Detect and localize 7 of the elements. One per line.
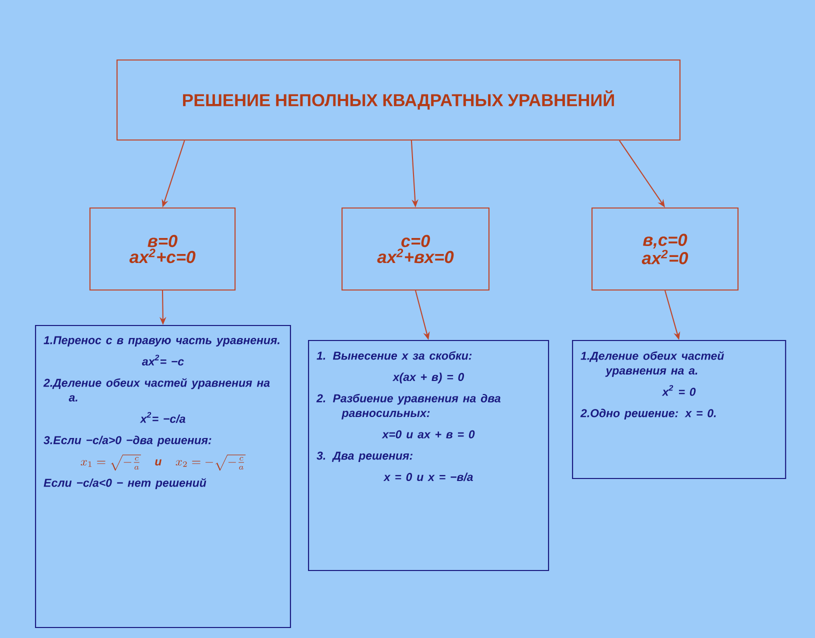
condition-box: в,c=0 ax$^{2}$=0 xyxy=(591,207,739,291)
title-box: РЕШЕНИЕ НЕПОЛНЫХ КВАДРАТНЫХ УРАВНЕНИЙ xyxy=(116,59,680,141)
condition-box: c=0 ax$^{2}$+вx=0 xyxy=(342,207,490,291)
solution-box: 1.Перенос c в правую часть уравнения. ax$^{2}$= −c 2.Деление обеих частей уравнения на a. x$^{2}$= −c/a 3.Если −c/a>0 −два решения: $x_1 = \sqrt{-\frac{c}{a}}$ и $x_2 = -\sqrt{-\frac{c}{a}}$ Если −c/a<0 − нет решений xyxy=(35,325,291,628)
condition-box: в=0 ax$^{2}$+c=0 xyxy=(89,207,236,291)
solution-box: 1.Деление обеих частей уравнения на a. x$^{2}$ = 0 2.Одно решение: x = 0. xyxy=(572,340,786,480)
solution-box: 1. Вынесение x за скобки: x(ax + в) = 0 2. Разбиение уравнения на два равносильных: x=0 и ax + в = 0 3. Два решения: x = 0 и x = −в/a xyxy=(308,340,550,572)
